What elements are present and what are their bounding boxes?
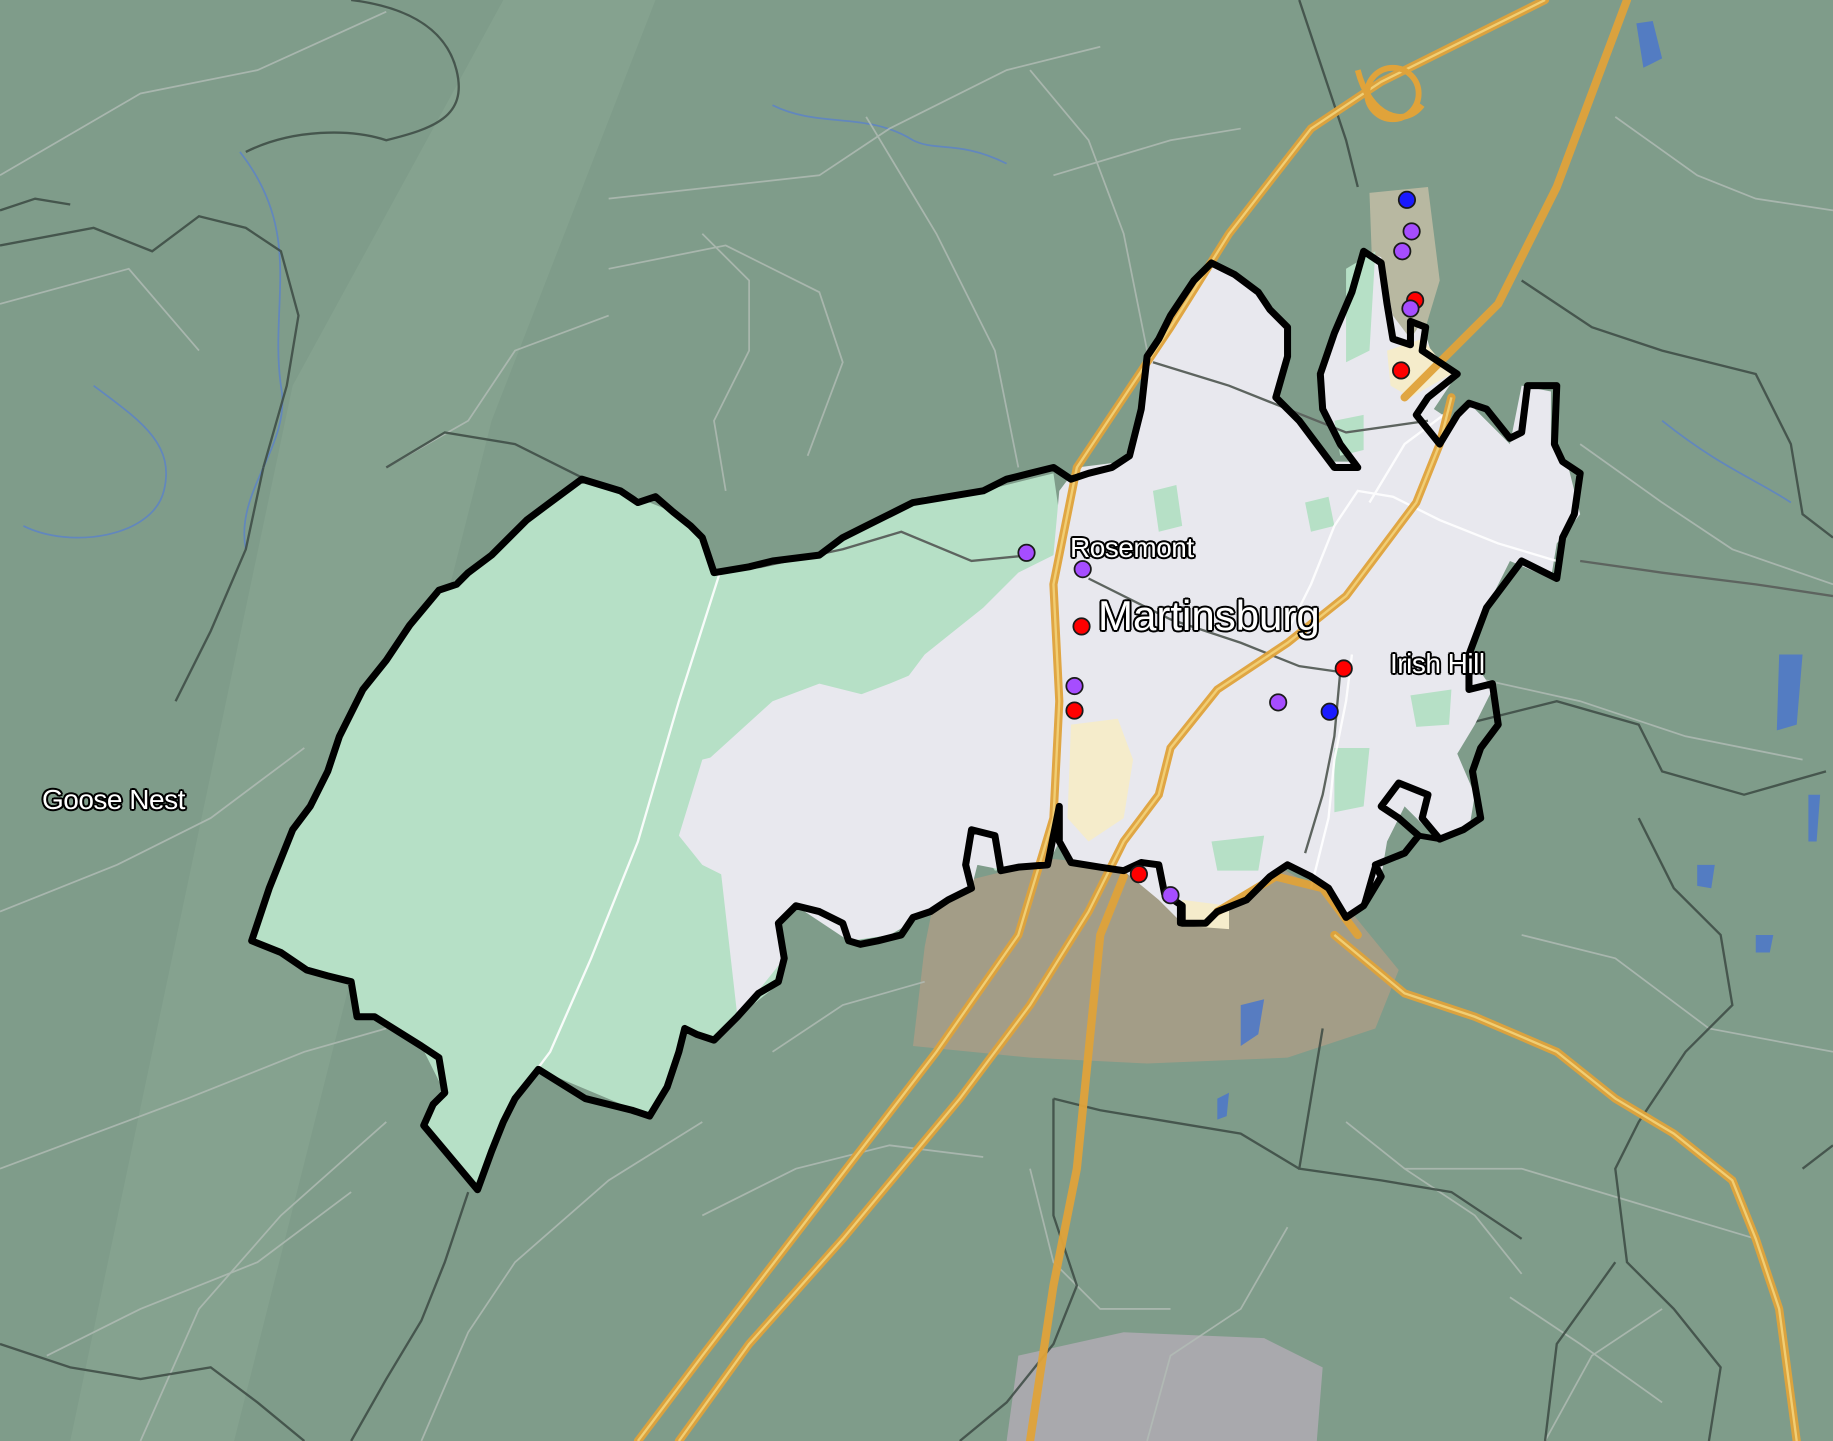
water-features [1217,21,1821,1120]
red-poi-marker[interactable] [1072,617,1091,636]
built-up-annex [678,584,1048,941]
blue-poi-marker[interactable] [1397,190,1417,209]
red-poi-marker[interactable] [1065,701,1084,720]
purple-poi-marker[interactable] [1161,886,1180,905]
purple-poi-marker[interactable] [1402,222,1421,241]
red-poi-marker[interactable] [1129,865,1148,884]
place-label-rosemont: Rosemont [1070,532,1194,563]
place-label-goose-nest: Goose Nest [42,784,185,815]
purple-poi-marker[interactable] [1017,543,1036,562]
gray-lot [1006,1332,1323,1441]
city-boundary [248,247,1584,1194]
purple-poi-marker[interactable] [1065,676,1084,696]
purple-poi-marker[interactable] [1401,299,1420,318]
place-label-irish-hill: Irish Hill [1390,648,1485,679]
red-poi-marker[interactable] [1334,659,1353,678]
place-label-martinsburg: Martinsburg [1098,592,1320,639]
purple-poi-marker[interactable] [1393,242,1412,261]
annexed-area [251,473,1060,1190]
highway-interchange [1354,64,1425,123]
blue-poi-marker[interactable] [1320,702,1339,721]
city-streets [531,408,1558,1076]
industrial-area [912,858,1399,1064]
enclave-boundary [1176,827,1465,927]
purple-poi-marker[interactable] [1269,693,1288,712]
highway-centerlines [636,0,1798,1441]
commercial-areas [1067,338,1452,930]
red-poi-marker[interactable] [1392,361,1411,380]
poi-markers[interactable] [1017,190,1425,905]
minor-roads [0,10,1833,1441]
purple-poi-marker[interactable] [1073,560,1092,579]
